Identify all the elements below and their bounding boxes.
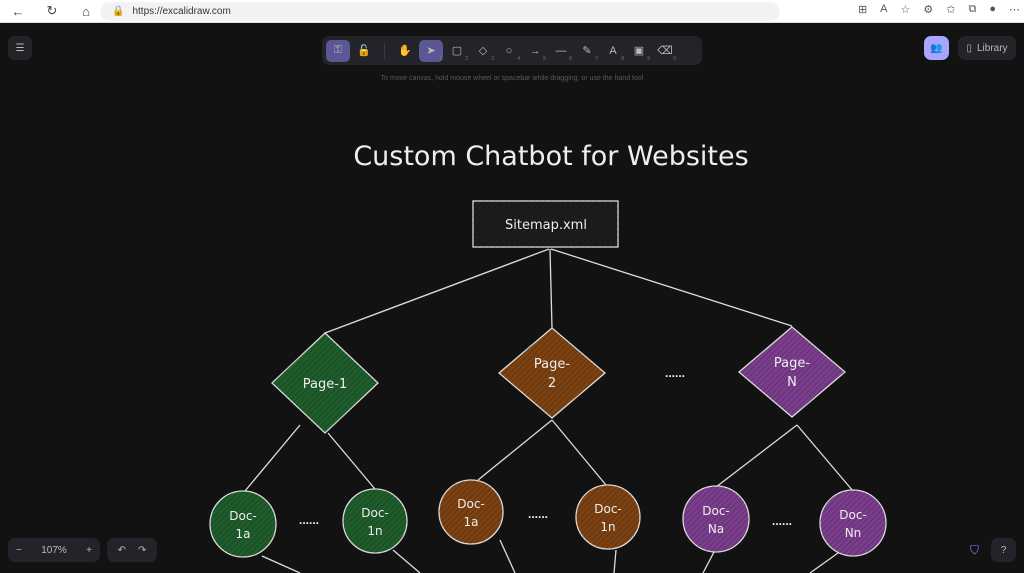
help-icon: ? [1000, 544, 1007, 556]
collab-lock-icon: ⚿ [333, 44, 343, 56]
redo-icon[interactable]: ↷ [138, 544, 147, 556]
tool-eraser[interactable]: ⌫0 [653, 40, 677, 62]
eraser-icon: ⌫ [657, 45, 673, 57]
home-icon[interactable]: ⌂ [82, 3, 90, 19]
text-icon: A [609, 44, 617, 57]
excalidraw-canvas[interactable] [0, 24, 1024, 573]
tool-selection[interactable]: ➤1 [419, 39, 443, 62]
library-label: Library [976, 42, 1008, 54]
history-controls: ↶↷ [107, 538, 157, 562]
toolbar-divider [384, 42, 385, 59]
shortcut-key: 6 [569, 55, 572, 62]
shortcut-key: 8 [621, 55, 624, 62]
shortcut-key: 7 [595, 55, 598, 62]
tool-rectangle[interactable]: ▢2 [445, 40, 469, 62]
shortcut-key: 4 [517, 55, 520, 62]
tool-lock[interactable]: 🔓 [352, 40, 376, 62]
tool-draw[interactable]: ✎7 [575, 40, 599, 62]
help-button[interactable]: ? [991, 538, 1016, 562]
menu-icon: ☰ [15, 42, 25, 54]
more-icon[interactable]: ⋯ [1009, 4, 1020, 16]
tool-collab-lock[interactable]: ⚿ [326, 39, 350, 62]
undo-icon[interactable]: ↶ [117, 544, 126, 556]
browser-bar: ← ↻ ⌂ 🔒 https://excalidraw.com ⊞ A ☆ ⚙ ✩ ⧉ ● ⋯ [0, 0, 1024, 23]
main-menu-button[interactable]: ☰ [8, 36, 32, 60]
users-icon: 👥 [930, 42, 943, 54]
read-aloud-icon[interactable]: A [880, 3, 888, 15]
draw-icon: ✎ [582, 45, 592, 57]
favorite-icon[interactable]: ☆ [900, 4, 911, 16]
shortcut-key: 3 [491, 55, 494, 62]
lock-icon: 🔒 [112, 6, 125, 17]
book-icon: ▯ [966, 42, 972, 54]
line-icon: — [555, 44, 567, 57]
shortcut-key: 0 [673, 55, 676, 62]
favorites-icon[interactable]: ✩ [946, 4, 956, 16]
extensions-icon[interactable]: ⚙ [923, 4, 934, 16]
tool-image[interactable]: ▣9 [627, 40, 651, 62]
hand-icon: ✋ [398, 45, 412, 57]
shield-icon[interactable]: ⛉ [970, 543, 980, 557]
ellipse-icon: ○ [505, 44, 513, 57]
canvas-hint: To move canvas, hold mouse wheel or spac… [380, 75, 644, 82]
tool-ellipse[interactable]: ○4 [497, 40, 521, 62]
back-icon[interactable]: ← [11, 3, 25, 19]
zoom-out-button[interactable]: − [16, 544, 22, 556]
shortcut-key: 1 [439, 55, 442, 62]
collaborate-button[interactable]: 👥 [924, 36, 949, 60]
tool-arrow[interactable]: →5 [523, 40, 547, 62]
rectangle-icon: ▢ [451, 45, 463, 57]
image-icon: ▣ [633, 45, 645, 57]
url-text: https://excalidraw.com [132, 6, 231, 17]
profile-avatar[interactable]: ● [989, 3, 996, 15]
arrow-icon: → [529, 44, 541, 57]
selection-icon: ➤ [426, 45, 436, 57]
apps-icon[interactable]: ⊞ [857, 4, 868, 16]
zoom-controls: − 107% + [8, 538, 100, 562]
zoom-in-button[interactable]: + [86, 544, 92, 556]
shortcut-key: 5 [543, 55, 546, 62]
library-button[interactable]: ▯ Library [958, 36, 1016, 60]
collections-icon[interactable]: ⧉ [968, 3, 977, 15]
zoom-level[interactable]: 107% [41, 544, 67, 556]
tool-line[interactable]: —6 [549, 40, 573, 62]
tool-diamond[interactable]: ◇3 [471, 40, 495, 62]
shortcut-key: 2 [465, 55, 468, 62]
shortcut-key: 9 [647, 55, 650, 62]
lock-icon: 🔓 [357, 45, 371, 57]
address-bar[interactable]: 🔒 https://excalidraw.com [100, 2, 780, 21]
refresh-icon[interactable]: ↻ [46, 3, 58, 18]
diamond-icon: ◇ [478, 45, 488, 57]
tool-hand[interactable]: ✋ [393, 40, 417, 62]
